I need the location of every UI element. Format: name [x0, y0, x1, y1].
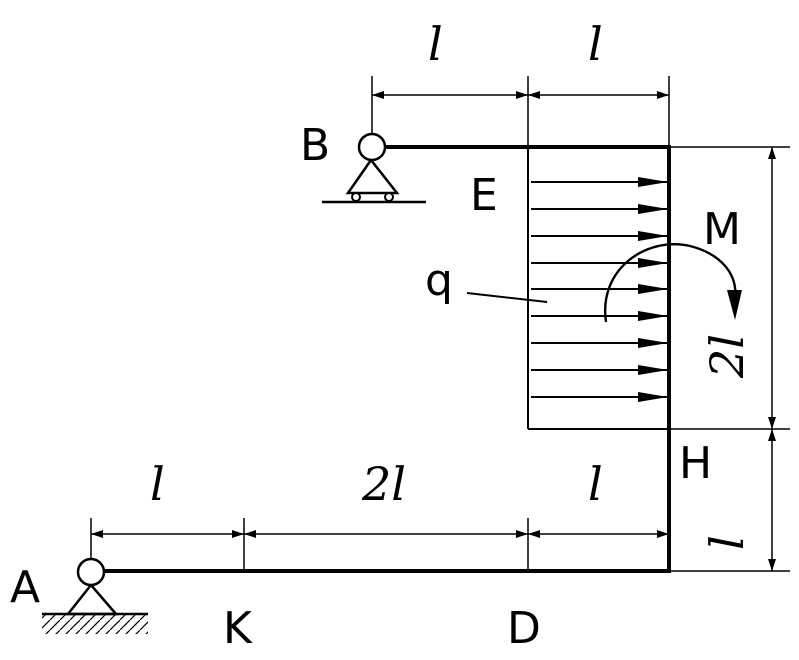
label-B: B — [300, 120, 330, 171]
dim-label-bottom-AK: l — [150, 457, 165, 511]
label-M: M — [703, 204, 741, 255]
support-B-roller — [322, 132, 426, 204]
distributed-load — [466, 147, 669, 430]
dim-label-top-right: l — [588, 17, 603, 71]
label-H: H — [679, 438, 712, 489]
label-q: q — [425, 255, 453, 306]
label-E: E — [470, 170, 498, 221]
load-arrows — [531, 177, 668, 402]
dimension-top — [371, 76, 670, 147]
moment-arc — [603, 243, 742, 323]
dim-label-right-upper: 2l — [700, 334, 754, 379]
dim-label-top-left: l — [428, 17, 443, 71]
dim-label-bottom-KD: 2l — [361, 457, 406, 511]
label-K: K — [223, 603, 253, 654]
label-A: A — [10, 562, 40, 613]
support-A-pinned — [42, 557, 148, 634]
dim-label-right-lower: l — [700, 535, 754, 550]
dim-label-bottom-DH: l — [588, 457, 603, 511]
dimension-right — [671, 146, 790, 572]
dimension-bottom — [90, 518, 669, 571]
label-D: D — [507, 603, 541, 654]
q-leader-line — [466, 292, 548, 303]
